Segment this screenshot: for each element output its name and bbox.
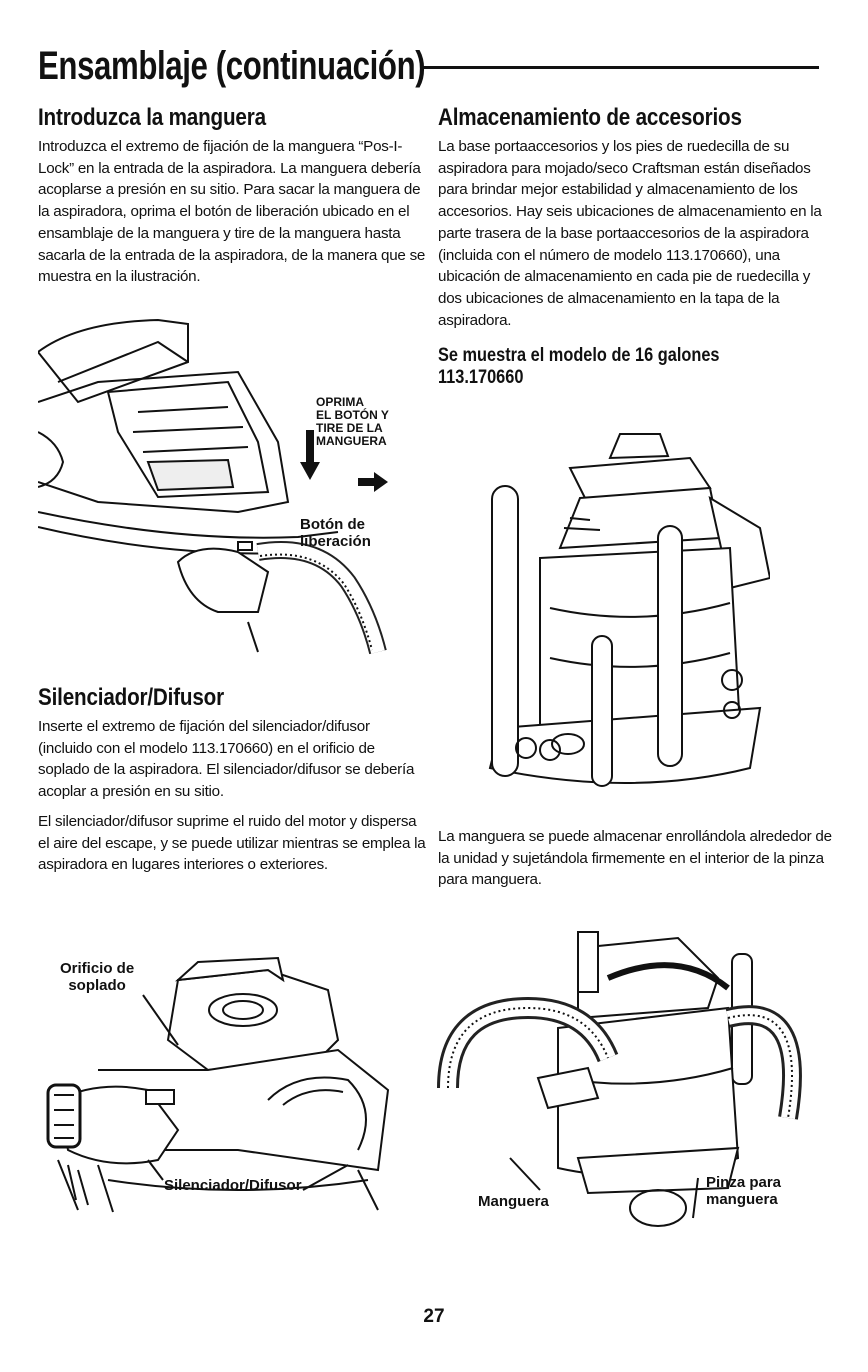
hose-body: Introduzca el extremo de fijación de la … (38, 138, 426, 286)
page-title: Ensamblaje (continuación) (38, 44, 426, 88)
muffler-label: Silenciador/Difusor (164, 1177, 302, 1194)
storage-figure (470, 428, 770, 800)
storage-body: La base portaaccesorios y los pies de ru… (438, 138, 822, 329)
vacuum-accessory-storage-illustration (488, 433, 770, 787)
section-hose: Introduzca la manguera Introduzca el ext… (38, 104, 428, 288)
press-label: OPRIMA EL BOTÓN Y TIRE DE LA MANGUERA (316, 395, 389, 448)
right-arrow-icon (358, 472, 388, 492)
hose-storage-figure: Manguera Pinza para manguera (428, 928, 828, 1228)
down-arrow-icon (300, 430, 320, 480)
vacuum-hose-wrapped-illustration (437, 931, 802, 1227)
section-hose-storage: La manguera se puede almacenar enrollánd… (438, 826, 834, 891)
hose-label: Manguera (478, 1193, 549, 1210)
storage-subheading-model: Se muestra el modelo de 16 galones (438, 345, 720, 367)
page-number: 27 (423, 1306, 445, 1327)
muffler-figure: Orificio de soplado Silenciador/Difusor (38, 950, 398, 1220)
storage-subheading-number: 113.170660 (438, 367, 524, 389)
muffler-body-1: Inserte el extremo de fijación del silen… (38, 718, 415, 801)
section-muffler: Silenciador/Difusor Inserte el extremo d… (38, 684, 428, 876)
vacuum-muffler-illustration (46, 956, 390, 1213)
hose-clip-label: Pinza para manguera (706, 1174, 782, 1208)
title-rule (423, 66, 819, 69)
vacuum-hose-illustration (38, 318, 388, 655)
blower-port-label: Orificio de soplado (60, 960, 135, 994)
storage-heading: Almacenamiento de accesorios (438, 104, 742, 131)
hose-release-figure: OPRIMA EL BOTÓN Y TIRE DE LA MANGUERA Bo… (38, 312, 418, 662)
muffler-heading: Silenciador/Difusor (38, 684, 224, 711)
release-button-label: Botón de liberación (300, 516, 371, 550)
hose-heading: Introduzca la manguera (38, 104, 266, 131)
muffler-body-2: El silenciador/difusor suprime el ruido … (38, 812, 426, 874)
hose-storage-body: La manguera se puede almacenar enrollánd… (438, 828, 832, 889)
section-storage: Almacenamiento de accesorios La base por… (438, 104, 834, 389)
